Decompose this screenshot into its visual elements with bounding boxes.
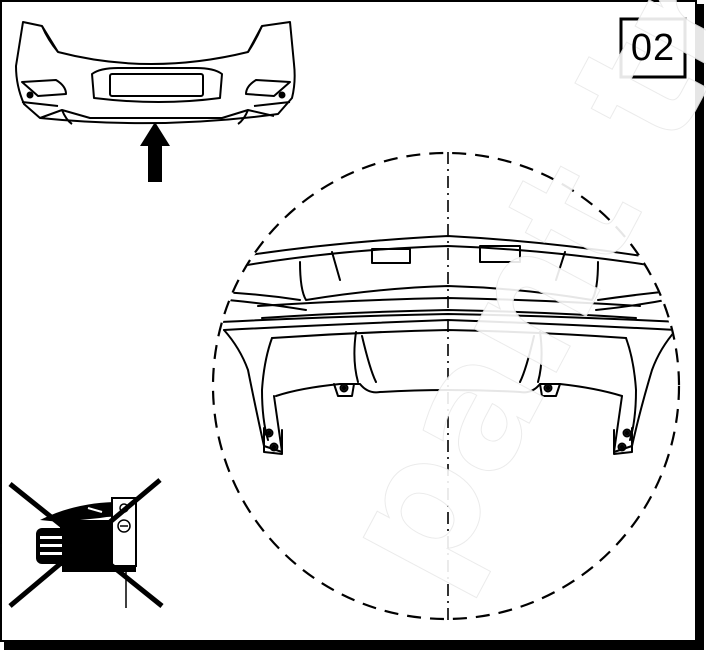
no-power-sander-icon bbox=[8, 478, 164, 608]
arrow-up-icon bbox=[140, 122, 170, 182]
step-number: 02 bbox=[630, 26, 676, 69]
detail-magnifier bbox=[211, 151, 681, 622]
frame-shadow-bottom bbox=[4, 641, 704, 650]
bumper-thumbnail bbox=[15, 21, 296, 125]
bumper-detail bbox=[219, 235, 678, 455]
frame-shadow-right bbox=[696, 4, 704, 648]
detail-circle bbox=[211, 151, 681, 621]
step-number-box bbox=[619, 17, 687, 79]
